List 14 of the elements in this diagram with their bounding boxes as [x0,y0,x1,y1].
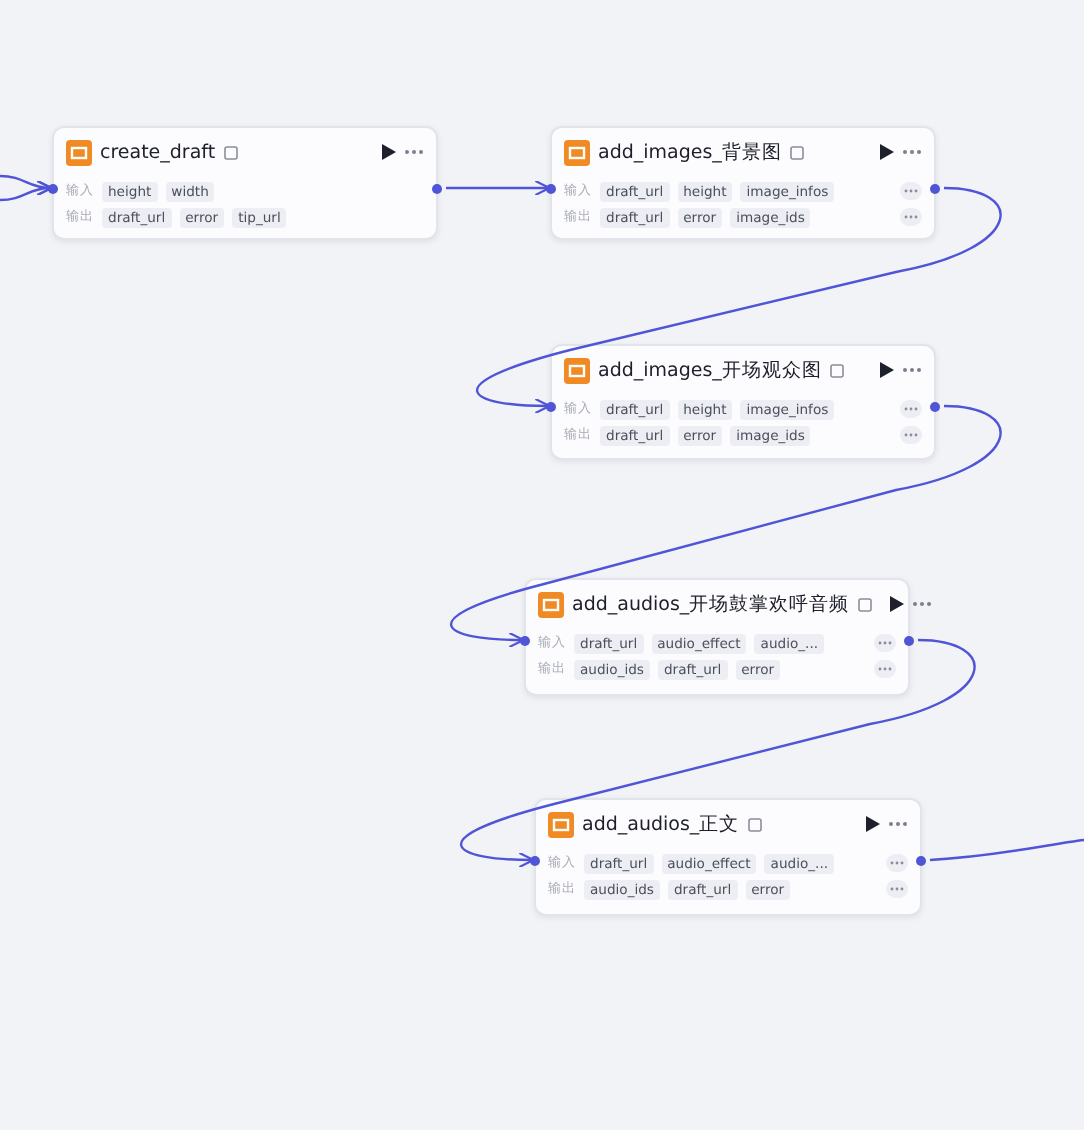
node-card [550,126,936,240]
node-card [534,798,922,916]
node-title: add_images_背景图 [598,139,782,165]
node-title: add_audios_开场鼓掌欢呼音频 [572,591,850,617]
node-card [52,126,438,240]
connector-arrow [0,180,53,202]
connector-arrow [450,404,1002,648]
node-card [550,344,936,460]
connector-arrow [476,186,1002,414]
node-title: create_draft [100,141,216,163]
connector-arrow [446,179,551,197]
node-title: add_images_开场观众图 [598,357,822,383]
connector-arrow [460,638,976,868]
node-title: add_audios_正文 [582,811,740,837]
